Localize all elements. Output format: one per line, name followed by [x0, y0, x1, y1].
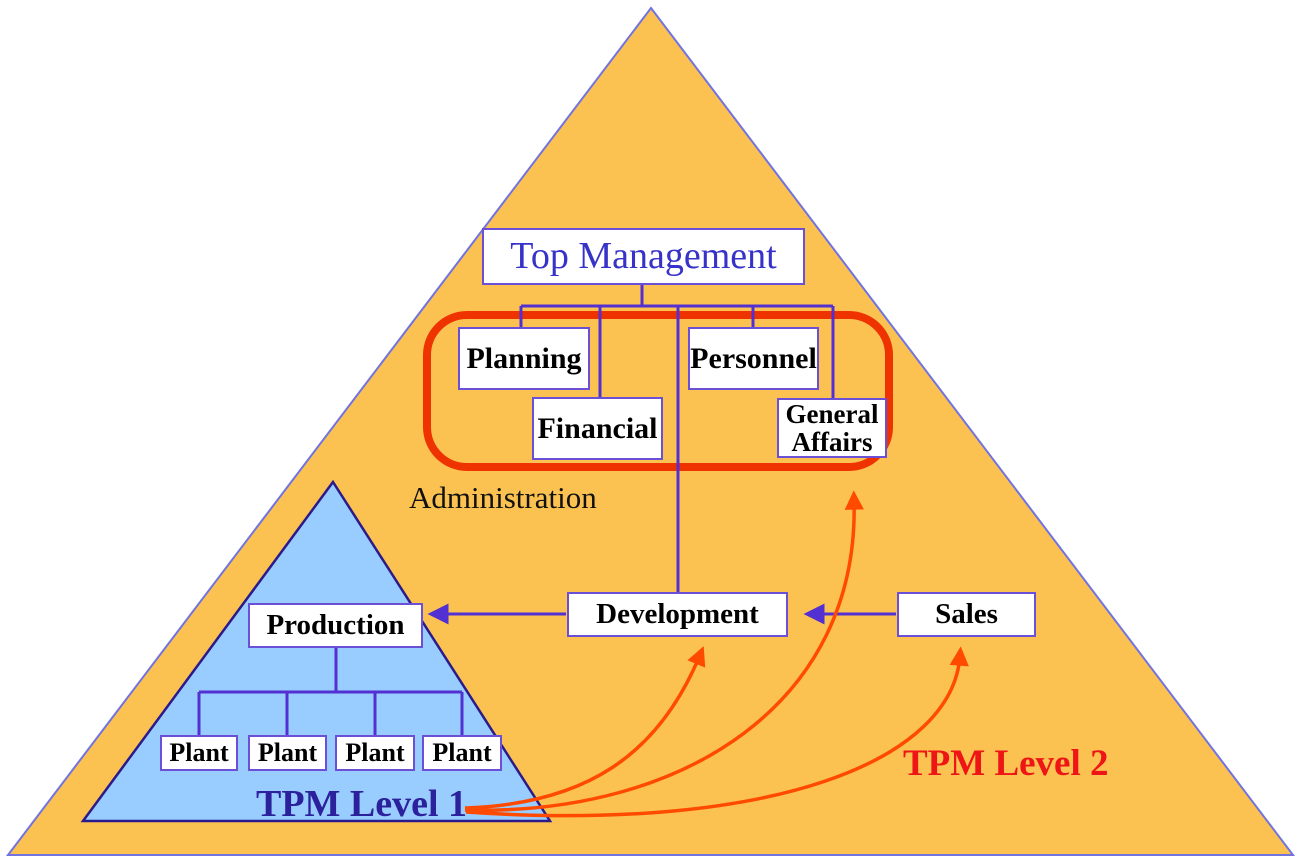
node-plant-3: Plant: [335, 735, 415, 771]
node-sales: Sales: [897, 592, 1036, 637]
tpm-arrow-to-development: [464, 646, 706, 810]
node-financial: Financial: [532, 397, 663, 460]
node-planning: Planning: [458, 327, 590, 390]
top-org-connectors: [519, 285, 835, 594]
tpm-arrow-to-sales: [465, 646, 969, 818]
node-production: Production: [248, 603, 423, 648]
node-plant-1: Plant: [160, 735, 238, 771]
administration-label: Administration: [409, 480, 597, 515]
node-general-affairs: General Affairs: [777, 398, 887, 458]
node-development: Development: [567, 592, 788, 637]
tpm-arrow-to-general-affairs: [464, 490, 864, 812]
node-plant-4: Plant: [422, 735, 502, 771]
node-personnel: Personnel: [688, 327, 819, 390]
node-plant-2: Plant: [248, 735, 327, 771]
admin-highlight-ring: [423, 311, 893, 471]
tpm-level-1-label: TPM Level 1: [256, 783, 468, 825]
production-org-connectors: [197, 648, 464, 737]
tpm-level-2-label: TPM Level 2: [903, 743, 1109, 784]
node-top-management: Top Management: [482, 228, 805, 285]
